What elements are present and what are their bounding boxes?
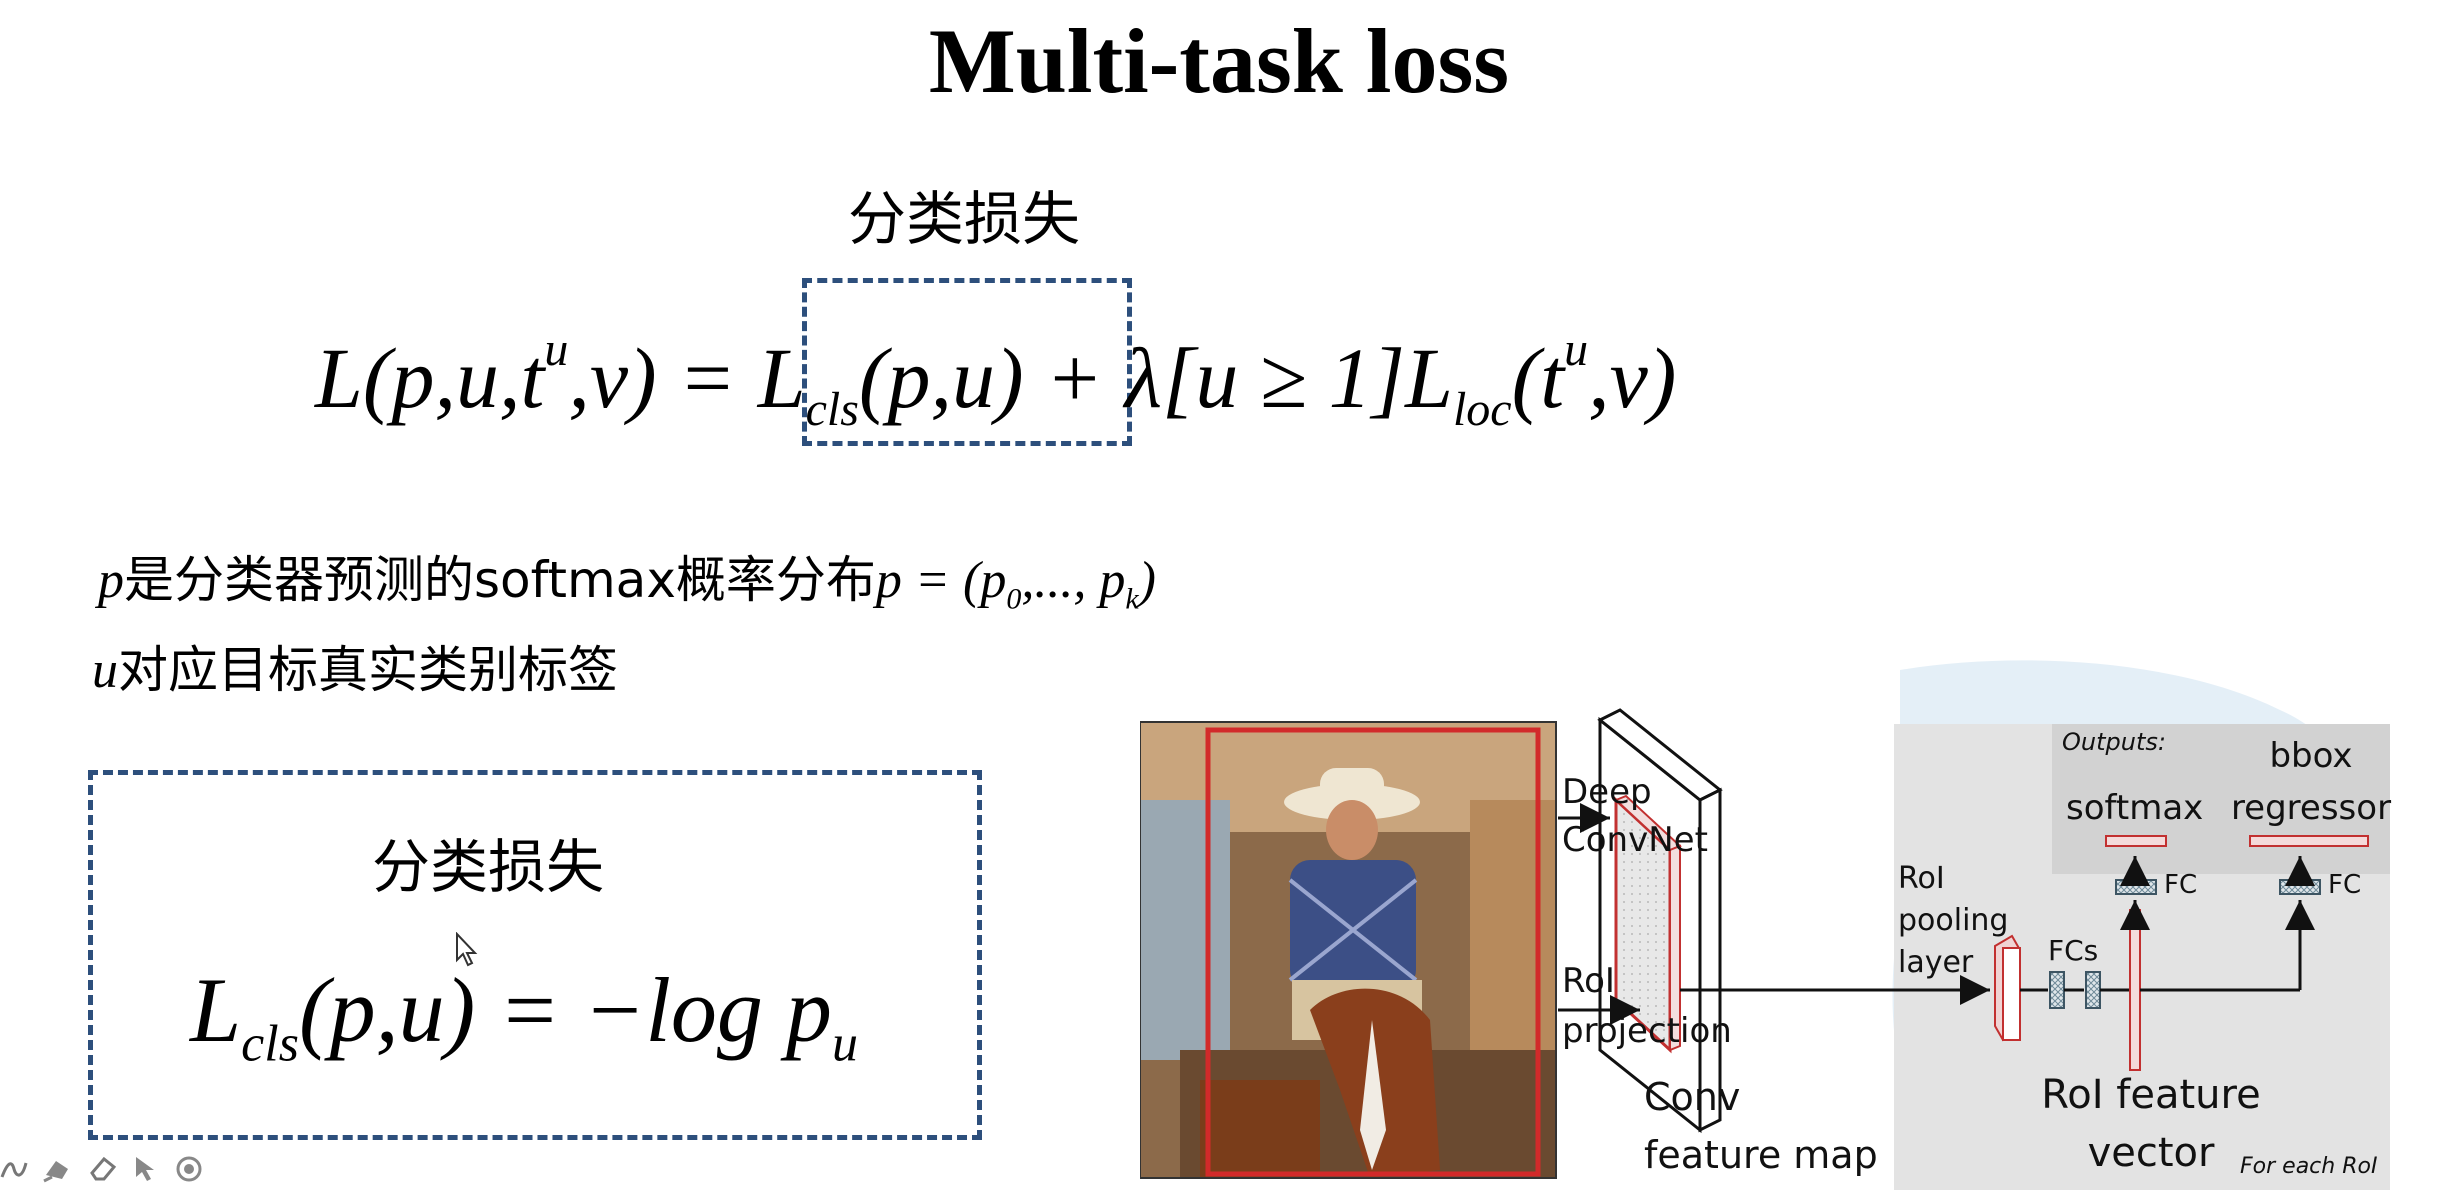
desc-u-var: u <box>92 642 118 699</box>
vector-label: vector <box>2087 1130 2215 1176</box>
roi-feature-label: RoI feature <box>2041 1072 2261 1118</box>
softmax-output-bar <box>2105 835 2167 847</box>
desc-p-sub0: 0 <box>1006 582 1022 616</box>
roi-bounding-box <box>1205 727 1541 1177</box>
formula-cls-sub: cls <box>805 383 859 437</box>
bbox-output-bar <box>2249 835 2369 847</box>
bbox-regressor-label: bbox regressor <box>2226 730 2396 834</box>
input-image-photo <box>1140 722 1556 1178</box>
pooling-roi-label: RoI <box>1898 861 1945 896</box>
formula-lhs: L(p,u,t <box>315 330 545 426</box>
fcs-label: FCs <box>2048 934 2099 967</box>
cls-loss-formula: Lcls(p,u) = −log pu <box>190 955 858 1099</box>
formula-lhs-sup: u <box>544 323 569 376</box>
for-each-roi-label: For each RoI <box>2240 1154 2378 1179</box>
roi-pooling-layer-label: RoI pooling layer <box>1898 858 2008 984</box>
eraser-icon[interactable] <box>88 1155 118 1183</box>
softmax-fc-block <box>2115 879 2157 895</box>
outputs-panel <box>2052 724 2390 874</box>
record-icon[interactable] <box>174 1154 204 1184</box>
fc-block-2 <box>2085 971 2101 1009</box>
conv-feature-map-label: Conv feature map <box>1644 1068 1878 1184</box>
formula-cls-L: L <box>757 330 806 426</box>
softmax-label: softmax <box>2066 788 2204 828</box>
formula-loc-args: (t <box>1511 330 1565 426</box>
formula-loc-sup: u <box>1564 323 1589 376</box>
conv-label: Conv <box>1644 1075 1741 1119</box>
desc-p-eq: p = (p <box>875 552 1007 609</box>
fc-block-1 <box>2049 971 2065 1009</box>
convnet-label: ConvNet <box>1562 820 1708 860</box>
highlighter-icon[interactable] <box>42 1155 74 1183</box>
roi-pooling-block <box>1994 934 2021 1042</box>
formula-loc-tail: ,v) <box>1588 330 1677 426</box>
loss-box-label: 分类损失 <box>372 833 605 901</box>
roi-feature-vector-label: RoI feature vector <box>2026 1066 2276 1182</box>
cls-loss-args: (p,u) = −log p <box>298 959 832 1061</box>
description-line-p: p是分类器预测的softmax概率分布p = (p0,..., pk) <box>98 540 1156 616</box>
pen-icon[interactable] <box>0 1155 28 1183</box>
classification-loss-label: 分类损失 <box>848 185 1081 253</box>
feature-map-label: feature map <box>1644 1133 1878 1177</box>
cls-term-highlight-box <box>802 278 1132 446</box>
bbox-fc-block <box>2279 879 2321 895</box>
mouse-cursor-icon <box>456 932 478 967</box>
roi-feature-vector-bar <box>2129 909 2141 1071</box>
deep-convnet-label: Deep ConvNet <box>1562 768 1708 864</box>
outputs-label: Outputs: <box>2062 728 2166 756</box>
desc-p-var: p <box>98 552 124 609</box>
pointer-icon[interactable] <box>132 1155 160 1183</box>
formula-cls-args: (p,u) <box>858 330 1024 426</box>
layer-label: layer <box>1898 945 1974 980</box>
formula-loc-sub: loc <box>1452 383 1512 437</box>
multi-task-loss-formula: L(p,u,tu,v) = Lcls(p,u) + λ[u ≥ 1]Lloc(t… <box>315 300 1676 460</box>
classification-loss-box <box>88 770 982 1140</box>
description-line-u: u对应目标真实类别标签 <box>92 630 618 702</box>
roi-projection-label: RoI projection <box>1562 956 1732 1056</box>
projection-label: projection <box>1562 1011 1732 1051</box>
cls-loss-sub: cls <box>241 1015 299 1073</box>
fc-right-label: FC <box>2328 870 2362 900</box>
deep-label: Deep <box>1562 772 1652 812</box>
fc-left-label: FC <box>2164 870 2198 900</box>
roi-label: RoI <box>1562 961 1615 1001</box>
formula-lambda-term: + λ[u ≥ 1] <box>1045 330 1406 426</box>
formula-lhs-tail: ,v) = <box>568 330 737 426</box>
conv-feature-map <box>1597 708 1723 1134</box>
desc-p-mid: ,..., p <box>1021 552 1126 609</box>
desc-p-end: ) <box>1138 552 1156 609</box>
cls-loss-L: L <box>190 959 242 1061</box>
slide-title: Multi-task loss <box>928 10 1510 112</box>
desc-p-text: 是分类器预测的softmax概率分布 <box>124 551 876 609</box>
formula-loc-L: L <box>1405 330 1453 426</box>
fast-rcnn-diagram <box>1140 660 2390 1190</box>
presentation-toolbar <box>0 1152 204 1186</box>
cls-loss-p-sub: u <box>831 1015 858 1073</box>
desc-p-subk: k <box>1125 582 1139 616</box>
bbox-label: bbox <box>2269 736 2353 776</box>
pooling-label: pooling <box>1898 903 2009 938</box>
regressor-label: regressor <box>2230 788 2392 828</box>
desc-u-text: 对应目标真实类别标签 <box>118 641 618 699</box>
